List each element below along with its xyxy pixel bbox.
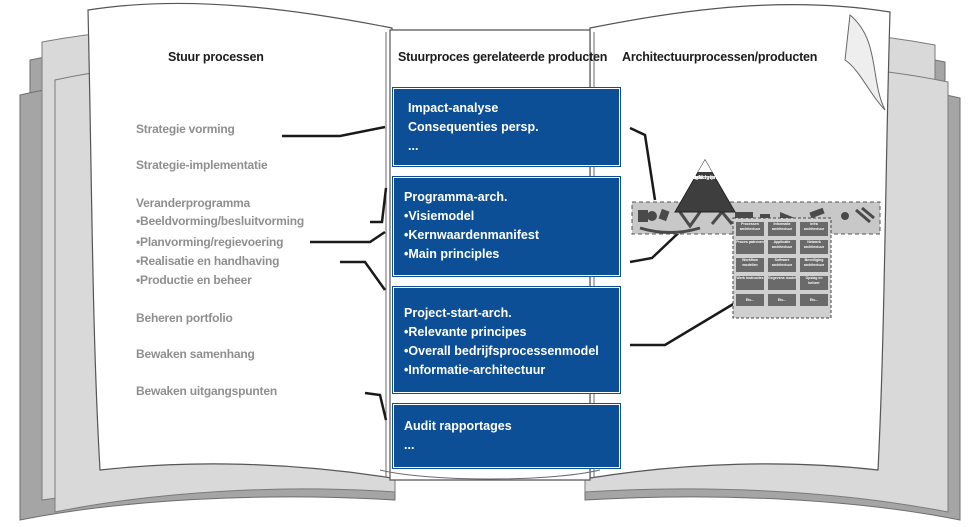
matrix-cell: Etc... (736, 294, 764, 306)
right-column-heading: Architectuurprocessen/producten (622, 50, 818, 64)
matrix-cell: Beveiliging architectuur (800, 258, 828, 272)
product-line: Audit rapportages (404, 419, 512, 433)
left-column-heading: Stuur processen (168, 50, 264, 64)
product-bullet: Relevante principes (404, 323, 619, 342)
process-veranderprogramma: Veranderprogramma (136, 196, 250, 210)
matrix-cell: Software architectuur (768, 258, 796, 272)
product-bullet: Overall bedrijfsprocessenmodel (404, 342, 619, 361)
pyramid-level: GAS-beschrijving (681, 175, 723, 181)
process-strategie-implementatie: Strategie-implementatie (136, 158, 268, 172)
process-beeldvorming: •Beeldvorming/besluitvorming (136, 214, 304, 228)
pyramid-level: Missie (681, 175, 697, 181)
product-line: Impact-analyse (408, 101, 499, 115)
product-line: Consequenties persp. (408, 120, 539, 134)
matrix-cell: Infra architectuur (800, 222, 828, 236)
product-line: ... (408, 139, 419, 153)
matrix-cell: Etc... (768, 294, 796, 306)
product-box-programma: Programma-arch. Visiemodel Kernwaardenma… (392, 176, 621, 277)
product-box-audit: Audit rapportages ... (392, 403, 621, 469)
connector-lines (282, 125, 388, 421)
matrix-cell: Opslag en beheer (800, 276, 828, 290)
process-beheren-portfolio: Beheren portfolio (136, 311, 233, 325)
matrix-cell: Etc... (800, 294, 828, 306)
matrix-cell: Proces patronen (736, 240, 764, 254)
process-bewaken-samenhang: Bewaken samenhang (136, 347, 255, 361)
pyramid-level: Visie (681, 175, 693, 181)
matrix-cell: Gegevens model (768, 276, 796, 290)
product-title: Programma-arch. (404, 190, 508, 204)
matrix-cell: Applicatie architectuur (768, 240, 796, 254)
matrix-cell: Informatie architectuur (768, 222, 796, 236)
process-planvorming: •Planvorming/regievoering (136, 235, 284, 249)
product-line: ... (404, 438, 415, 452)
matrix-cell: Werk instructies (736, 276, 764, 290)
process-bewaken-uitgangspunten: Bewaken uitgangspunten (136, 384, 277, 398)
process-productie: •Productie en beheer (136, 273, 252, 287)
pyramid-level: Doelstellingen (681, 175, 716, 181)
matrix-cell: Netwerk architectuur (800, 240, 828, 254)
product-bullet: Informatie-architectuur (404, 361, 619, 380)
product-title: Project-start-arch. (404, 306, 512, 320)
page-curl (844, 14, 886, 111)
matrix-cell: Processen architectuur (736, 222, 764, 236)
matrix-cell: Workflow modellen (736, 258, 764, 272)
product-bullet: Main principles (404, 245, 619, 264)
product-box-impact: Impact-analyse Consequenties persp. ... (392, 87, 621, 167)
strategy-pyramid (674, 158, 736, 213)
process-strategie-vorming: Strategie vorming (136, 122, 235, 136)
middle-column-heading: Stuurproces gerelateerde producten (398, 50, 608, 64)
product-bullet: Kernwaardenmanifest (404, 226, 619, 245)
product-box-project-start: Project-start-arch. Relevante principes … (392, 286, 621, 394)
process-realisatie: •Realisatie en handhaving (136, 254, 280, 268)
product-bullet: Visiemodel (404, 207, 619, 226)
pyramid-level: Strategie (681, 175, 703, 181)
matrix-grid: Processen architectuur Informatie archit… (736, 222, 828, 306)
